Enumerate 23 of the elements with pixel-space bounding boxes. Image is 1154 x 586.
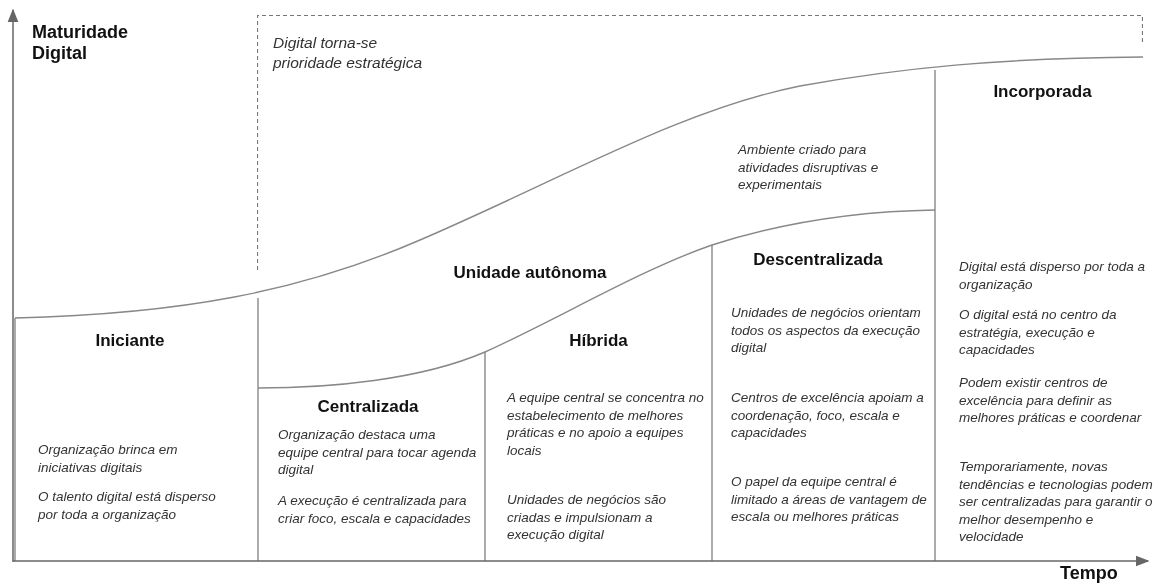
stage-description: Temporariamente, novas tendências e tecnologias podem ser centralizadas para garantir o melhor desempenho e velocidade [959,458,1154,546]
stage-description: A equipe central se concentra no estabelecimento de melhores práticas e no apoio a equipes locais [507,389,705,459]
stage-heading: Centralizada [316,396,420,418]
stage-heading: Unidade autônoma [452,262,608,284]
stage-description: O talento digital está disperso por toda a organização [38,488,217,523]
stage-description: Ambiente criado para atividades disruptivas e experimentais [738,141,880,194]
stage-description: O digital está no centro da estratégia, execução e capacidades [959,306,1118,359]
stage-description: Organização destaca uma equipe central para tocar agenda digital [278,426,478,479]
stage-description: Unidades de negócios são criadas e impulsionam a execução digital [507,491,668,544]
stage-heading: Iniciante [94,330,166,352]
stage-description: A execução é centralizada para criar foco, escala e capacidades [278,492,472,527]
stage-heading: Híbrida [568,330,629,352]
axis-label: Tempo [1060,563,1119,584]
stage-description: O papel da equipe central é limitado a áreas de vantagem de escala ou melhores práticas [731,473,928,526]
stage-heading: Incorporada [992,81,1093,103]
stage-description: Unidades de negócios orientam todos os aspectos da execução digital [731,304,922,357]
stage-description: Podem existir centros de excelência para definir as melhores práticas e coordenar [959,374,1143,427]
stage-description: Centros de excelência apoiam a coordenação, foco, escala e capacidades [731,389,925,442]
stage-description: Digital está disperso por toda a organização [959,258,1147,293]
axis-label: Maturidade Digital [32,22,129,64]
note-text: Digital torna-se prioridade estratégica [273,33,424,73]
stage-heading: Descentralizada [752,249,884,271]
stage-description: Organização brinca em iniciativas digitais [38,441,179,476]
